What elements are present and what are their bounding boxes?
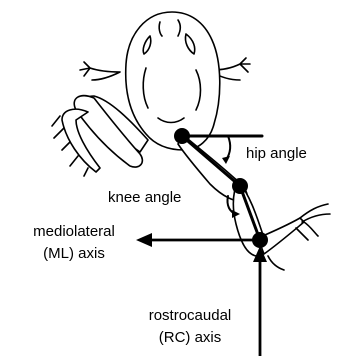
rc-axis-label-line2: (RC) axis: [130, 328, 250, 347]
knee-joint: [232, 178, 248, 194]
ml-axis-label-line2: (ML) axis: [4, 244, 144, 263]
rc-axis-label-line1: rostrocaudal: [130, 306, 250, 325]
hip-angle-arrowhead: [222, 156, 230, 164]
frog-body: [126, 12, 220, 150]
hip-joint: [174, 128, 190, 144]
left-forelimb: [80, 62, 120, 80]
hip-angle-label: hip angle: [246, 144, 307, 163]
knee-angle-label: knee angle: [108, 188, 181, 207]
ml-axis-label-line1: mediolateral: [4, 222, 144, 241]
